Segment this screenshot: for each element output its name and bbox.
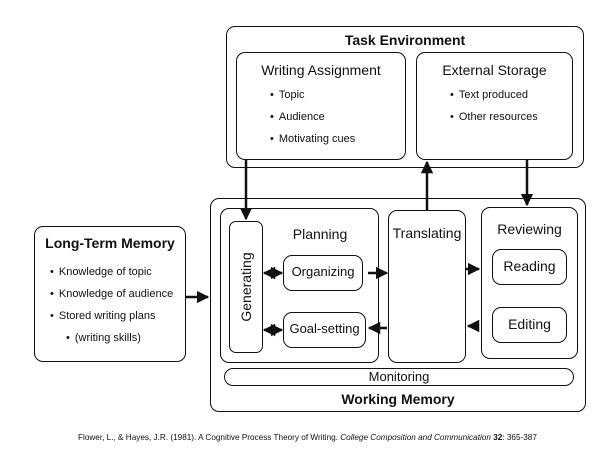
citation-authors: Flower, L., & Hayes, J.R. (1981). A Cogn… [78,433,338,442]
long-term-memory-title: Long-Term Memory [45,235,175,251]
external-storage-item: Text produced [450,89,528,101]
monitoring-label: Monitoring [368,369,430,384]
organizing-box [283,255,363,291]
external-storage-item: Other resources [450,111,538,123]
long-term-memory-item: Stored writing plans [50,310,156,322]
editing-label: Editing [508,316,551,332]
reading-label: Reading [503,258,556,274]
external-storage-title: External Storage [442,62,547,78]
long-term-memory-item: Knowledge of audience [50,288,173,300]
writing-assignment-item: Motivating cues [270,133,355,145]
editing-box [492,307,567,343]
planning-title: Planning [292,226,348,242]
citation-journal: College Composition and Communication [340,433,491,442]
translating-label: Translating [392,225,462,241]
writing-assignment-item: Topic [270,89,305,101]
monitoring-box [224,368,574,386]
working-memory-title: Working Memory [341,391,455,407]
task-environment-title: Task Environment [344,32,466,48]
long-term-memory-subitem: (writing skills) [66,332,141,344]
citation: Flower, L., & Hayes, J.R. (1981). A Cogn… [78,433,537,442]
goal-setting-label: Goal-setting [289,321,360,336]
reviewing-title: Reviewing [497,221,562,237]
external-storage-box [416,52,573,160]
generating-box [229,221,263,353]
writing-assignment-item: Audience [270,111,325,123]
citation-volume: 32 [493,433,503,442]
goal-setting-box [283,312,366,348]
organizing-label: Organizing [291,264,355,279]
citation-pages: : 365-387 [502,433,537,442]
translating-box [388,210,466,363]
reading-box [492,249,567,285]
writing-assignment-title: Writing Assignment [261,62,381,78]
long-term-memory-item: Knowledge of topic [50,266,152,278]
